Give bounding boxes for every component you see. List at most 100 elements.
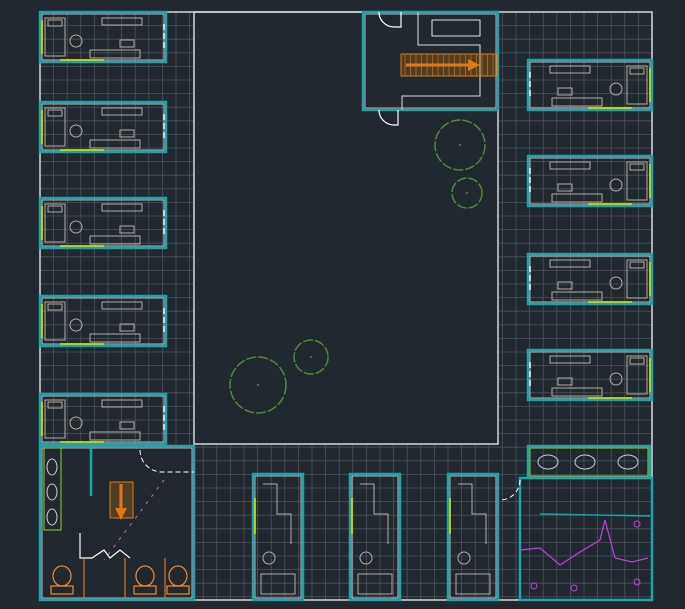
stair-hall-inner [364,13,497,109]
stool [359,551,373,565]
dorm-room [38,196,168,250]
washroom [518,476,654,602]
desk [89,49,141,59]
room-inner-wall [351,475,399,599]
room-inner-wall [41,199,165,247]
chair [119,225,135,234]
sink [46,508,58,526]
bed [44,107,66,147]
wardrobe [458,483,487,544]
tree-center [257,384,259,386]
bed [44,301,66,341]
bed [44,17,66,57]
tree [434,119,486,171]
desk [551,291,603,301]
room-inner-wall [41,395,165,443]
pillow [47,401,63,409]
wardrobe [549,65,591,74]
room-inner-wall [254,475,302,599]
room-wall [526,154,654,208]
sink-alcove [526,444,652,480]
stool [609,276,623,290]
stair-arrow-icon [115,508,127,520]
sink [537,454,559,470]
shower-curtain [519,519,649,566]
tree-center [310,356,312,358]
room-wall [446,472,500,602]
chair [119,323,135,332]
room-wall [348,472,402,602]
bathroom-room [348,472,402,602]
stall-doors [79,533,131,559]
wardrobe [360,483,389,544]
room-wall [251,472,305,602]
dashed-line [103,479,165,561]
stool [262,551,276,565]
desk [89,235,141,245]
sink-counter [529,447,649,477]
sink-counter [43,447,62,531]
toilet-tank [166,585,190,595]
pillow [47,303,63,311]
room-wall [38,196,168,250]
partition-wall [539,513,651,517]
bed [626,161,648,201]
stool [609,372,623,386]
chair [119,39,135,48]
room-inner-wall [449,475,497,599]
wardrobe [101,17,143,26]
dorm-room [526,58,654,112]
desk [551,193,603,203]
dorm-room [38,10,168,64]
dorm-room [38,100,168,154]
wardrobe [549,161,591,170]
bed [626,259,648,299]
room-wall [38,294,168,348]
rooms [38,10,654,602]
room-inner-wall [41,103,165,151]
desk [551,387,603,397]
room-inner-wall [41,297,165,345]
room-wall [526,58,654,112]
pillow [47,109,63,117]
sink [617,454,639,470]
room-wall [526,252,654,306]
stair-landing [431,19,481,37]
chair [119,421,135,430]
tree [293,339,329,375]
bathroom-room [251,472,305,602]
pillow [629,163,645,171]
dorm-room [38,392,168,446]
wardrobe [101,107,143,116]
door-swing [139,449,194,473]
chair [557,281,573,290]
stool [69,220,83,234]
tree [229,356,287,414]
desk [89,431,141,441]
bed [44,203,66,243]
toilet-inner [41,447,193,599]
stool [609,178,623,192]
wardrobe [263,483,292,544]
pillow [47,19,63,27]
pillow [629,67,645,75]
stool [69,318,83,332]
stool [609,82,623,96]
door-swing [499,479,521,501]
desk [551,97,603,107]
wardrobe [101,301,143,310]
drain-icon [570,584,578,592]
stair-hall [361,10,500,112]
room-wall [38,10,168,64]
bed [44,399,66,439]
stair-wall [401,12,481,110]
stool [69,34,83,48]
drain-icon [633,578,641,586]
chair [557,377,573,386]
pillow [47,205,63,213]
bathroom-room [446,472,500,602]
chair [119,129,135,138]
room-wall [526,348,654,402]
door-swing [378,11,402,28]
